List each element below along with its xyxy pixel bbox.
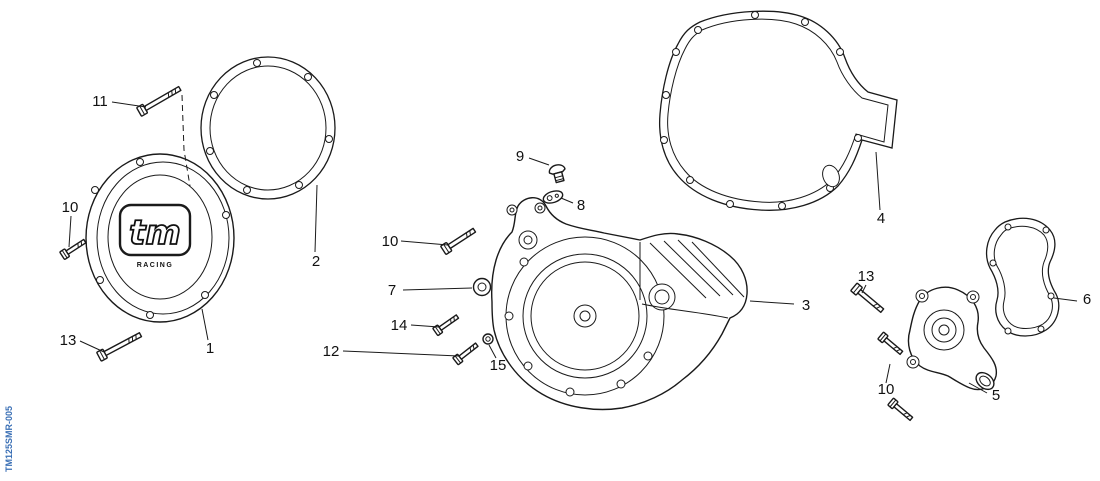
screw-14: [431, 312, 461, 337]
callout-13-right: 13: [858, 268, 875, 285]
callout-10-left: 10: [62, 199, 79, 216]
callout-3: 3: [802, 297, 810, 314]
callout-4: 4: [877, 210, 885, 227]
bolt-10-left: [58, 236, 88, 261]
leader-2: [314, 184, 318, 253]
tm-logo-text: tm: [129, 213, 181, 253]
clutch-cover: tm RACING: [85, 153, 235, 323]
crankcase-lugs: [504, 257, 653, 397]
leader-4: [875, 151, 881, 211]
leader-13-right: [861, 284, 867, 294]
crankcase-gasket: [658, 10, 898, 211]
water-pump-cover-tabs: [906, 289, 980, 369]
callout-1: 1: [206, 340, 214, 357]
leader-8: [560, 197, 574, 204]
crankcase-top-bosses: [506, 202, 546, 250]
bolt-10-right-upper: [877, 331, 905, 358]
callout-11: 11: [92, 93, 108, 110]
leader-14: [410, 324, 440, 328]
leader-10-right: [885, 363, 891, 384]
bolt-11-axis-line: [181, 94, 191, 187]
leader-10-center: [400, 240, 449, 246]
callout-6: 6: [1083, 291, 1091, 308]
gasket-bolt-holes: [206, 59, 333, 194]
plug-9: [548, 164, 566, 184]
clutch-cover-bolt-holes: [91, 158, 230, 319]
callout-7: 7: [388, 282, 396, 299]
bolt-13-right: [849, 282, 887, 316]
crankcase-gasket-holes: [660, 11, 862, 210]
leader-7: [402, 287, 473, 291]
leader-1: [201, 308, 209, 341]
leader-15: [488, 344, 497, 359]
bolt-13-left: [95, 329, 144, 362]
callout-5: 5: [992, 387, 1000, 404]
screw-12: [452, 340, 481, 366]
callouts: 11 10 13 1 2 9 8 10 7 14 12 15 3 4 13 6 …: [60, 93, 1092, 404]
callout-15: 15: [490, 357, 507, 374]
leader-11: [111, 101, 147, 108]
leader-12: [342, 350, 460, 357]
leader-lines: [68, 101, 1078, 394]
clutch-cover-gasket: [200, 56, 336, 200]
leader-5: [968, 382, 988, 394]
callout-10-right: 10: [878, 381, 895, 398]
callout-13-left: 13: [60, 332, 77, 349]
bolt-10-center: [439, 225, 478, 256]
water-pump-gasket-holes: [989, 223, 1055, 335]
leader-13-left: [79, 340, 105, 353]
water-pump-gasket: [985, 217, 1060, 337]
callout-2: 2: [312, 253, 320, 270]
callout-8: 8: [577, 197, 585, 214]
clamp-8: [542, 190, 564, 204]
leader-3: [749, 300, 795, 305]
callout-14: 14: [391, 317, 408, 334]
water-pump-cover: [906, 286, 998, 391]
drawing-number-watermark: TM125SMR-005: [4, 406, 14, 472]
bolt-11: [135, 83, 183, 118]
callout-9: 9: [516, 148, 524, 165]
leader-9: [528, 157, 550, 166]
crankcase-cover: [490, 197, 748, 411]
tm-logo: tm RACING: [118, 203, 192, 269]
callout-10-center: 10: [382, 233, 399, 250]
leader-10-left: [68, 215, 72, 248]
callout-12: 12: [323, 343, 340, 360]
washer-15: [482, 333, 494, 345]
tm-logo-subtext: RACING: [137, 262, 174, 269]
bolt-10-right-lower: [887, 397, 915, 424]
crankcase-ribs: [639, 239, 745, 319]
seal-7: [472, 277, 492, 297]
leader-6: [1053, 297, 1078, 302]
